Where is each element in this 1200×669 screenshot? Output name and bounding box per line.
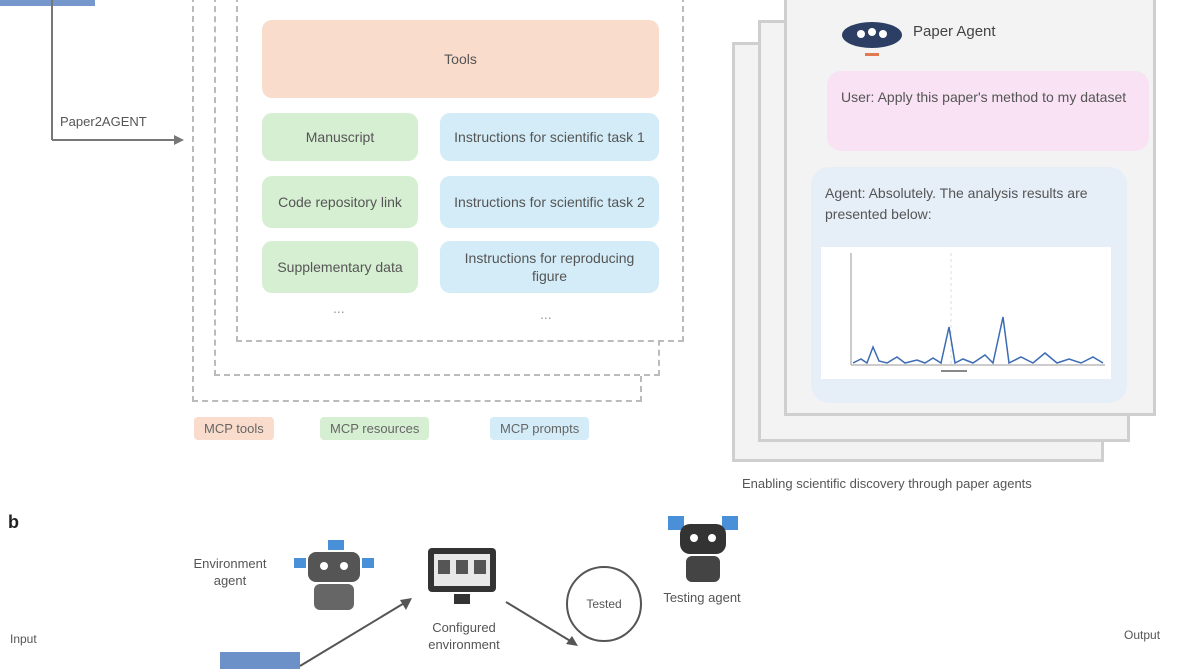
- section-b-label: b: [8, 512, 19, 532]
- ellipsis-right: ...: [540, 306, 552, 322]
- manuscript-box: Manuscript: [262, 113, 418, 161]
- flow-arrows: [299, 598, 578, 667]
- configured-env-icon: [428, 548, 496, 604]
- tested-circle: Tested: [566, 566, 642, 642]
- testing-agent-label: Testing agent: [663, 590, 741, 605]
- chat-header: Paper Agent: [913, 23, 996, 40]
- legend-prompts: MCP prompts: [490, 417, 590, 440]
- agent-message-bubble: Agent: Absolutely. The analysis results …: [811, 167, 1127, 403]
- legend-tools: MCP tools: [194, 417, 274, 440]
- ellipsis-left: ...: [333, 300, 345, 316]
- supplementary-box: Supplementary data: [262, 241, 418, 293]
- chat-caption: Enabling scientific discovery through pa…: [742, 476, 1032, 491]
- result-plot: [821, 247, 1111, 379]
- paper2agent-arrow: [0, 0, 184, 145]
- tools-box: Tools: [262, 20, 659, 98]
- input-label: Input: [10, 632, 37, 646]
- testing-agent-robot-icon: [668, 516, 738, 582]
- robot-icon: [842, 22, 902, 56]
- arrow-label: Paper2AGENT: [60, 114, 147, 129]
- bottom-block: [220, 652, 300, 669]
- output-label: Output: [1124, 628, 1161, 642]
- user-message: User: Apply this paper's method to my da…: [827, 71, 1149, 151]
- code-repo-box: Code repository link: [262, 176, 418, 228]
- figure-box: Instructions for reproducing figure: [440, 241, 659, 293]
- task1-box: Instructions for scientific task 1: [440, 113, 659, 161]
- task2-box: Instructions for scientific task 2: [440, 176, 659, 228]
- agent-message: Agent: Absolutely. The analysis results …: [825, 185, 1088, 222]
- chat-card-front: Paper Agent User: Apply this paper's met…: [784, 0, 1156, 416]
- legend-resources: MCP resources: [320, 417, 430, 440]
- configured-env-label: Configured environment: [428, 620, 500, 652]
- env-agent-robot-icon: [294, 540, 374, 610]
- env-agent-label: Environment agent: [193, 556, 267, 588]
